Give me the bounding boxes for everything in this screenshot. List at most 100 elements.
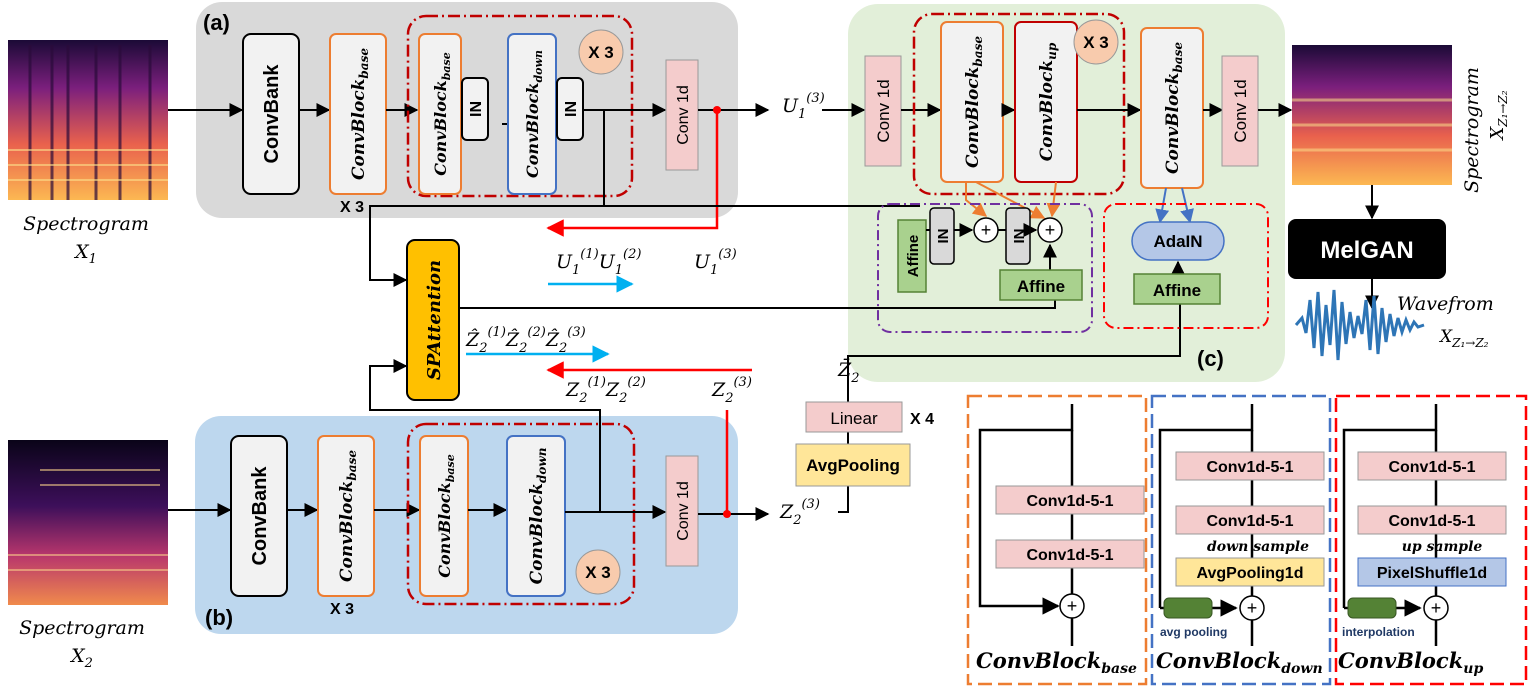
label-z2-3-top: Z2(3) (711, 375, 752, 406)
red-dashdot-group-adain (1103, 203, 1269, 329)
convblock-base-b-label: ConvBlockbase (337, 450, 359, 582)
in-a2-label: IN (563, 101, 580, 117)
affine-vertical (897, 219, 927, 293)
spectrogram-x2-word: Spectrogram (19, 617, 145, 639)
convblock-base-c2-label: ConvBlockbase (1163, 42, 1185, 174)
spectrogram-x1-word: Spectrogram (23, 213, 149, 235)
conv1d-c1 (864, 55, 902, 167)
detail-down-conv1-label: Conv1d-5-1 (1206, 459, 1293, 476)
convblock-base-b2 (419, 435, 469, 597)
detail-base-title: ConvBlockbase (976, 648, 1137, 677)
panel-a-label: (a) (203, 10, 230, 35)
x3-badge-a-label: X 3 (588, 43, 614, 62)
conv1d-c1-label: Conv 1d (874, 79, 893, 142)
x3-badge-c (1073, 19, 1119, 65)
waveform-image (1294, 289, 1425, 361)
melgan-block (1288, 219, 1446, 279)
convblock-base-a-label: ConvBlockbase (349, 48, 371, 180)
add-node-2 (1037, 217, 1063, 243)
adain-label: AdaIN (1153, 232, 1202, 251)
x3-a-base: X 3 (340, 199, 364, 216)
affine-vertical-label: Affine (905, 235, 922, 278)
detail-down-skip (1158, 404, 1254, 608)
label-zbar: Z̄2 (837, 358, 859, 386)
detail-box-base (966, 394, 1148, 686)
conv1d-b-label: Conv 1d (675, 481, 692, 541)
detail-down-sample-label: down sample (1207, 539, 1309, 555)
convbank-b-label: ConvBank (249, 466, 271, 566)
spattention-label: SPAttention (424, 260, 445, 380)
orange-arrow-2 (975, 181, 1046, 219)
detail-up-add-sign: + (1431, 598, 1442, 618)
label-u1-3-bottom: U1(3) (694, 247, 737, 278)
detail-up-conv1-label: Conv1d-5-1 (1388, 459, 1475, 476)
detail-down-avgpool (1175, 557, 1325, 587)
detail-base-conv1-label: Conv1d-5-1 (1026, 493, 1113, 510)
in-c1 (929, 207, 955, 265)
panel-c-label: (c) (1197, 346, 1224, 371)
detail-down-title: ConvBlockdown (1156, 648, 1323, 677)
linear-label: Linear (830, 409, 878, 428)
path-zbar-to-affine (838, 300, 1181, 513)
detail-down-add-sign: + (1247, 598, 1258, 618)
convblock-base-a (329, 33, 387, 195)
convblock-base-c (940, 21, 1004, 183)
detail-down-conv2 (1175, 505, 1325, 535)
avgpooling-label: AvgPooling (806, 456, 900, 475)
panel-b-label: (b) (205, 605, 233, 630)
detail-up-skip (1342, 404, 1438, 608)
linear-block (805, 401, 903, 433)
detail-up-conv1 (1357, 451, 1507, 481)
convbank-a (242, 33, 300, 195)
detail-base-conv2 (995, 539, 1145, 569)
red-arrow-u1 (546, 110, 719, 237)
detail-up-sample-label: up sample (1402, 539, 1483, 555)
convblock-down-b (506, 435, 566, 597)
orange-arrow-1 (965, 182, 988, 217)
waveform-word: Wavefrom (1397, 293, 1494, 315)
convblock-base-a2-label: ConvBlockbase (431, 52, 453, 175)
orange-arrow-3 (1046, 181, 1061, 218)
spectrogram-x2-image (8, 440, 168, 605)
melgan-label: MelGAN (1320, 237, 1413, 264)
add-node-2-sign: + (1045, 220, 1056, 240)
x3-badge-b-label: X 3 (585, 563, 611, 582)
path-a-to-spattention (369, 110, 605, 287)
purple-dashdot-group (877, 203, 1093, 333)
spectrogram-output-var: XZ₁→Z₂ (1487, 90, 1510, 141)
add-node-1-sign: + (981, 220, 992, 240)
x3-badge-c-label: X 3 (1083, 33, 1109, 52)
detail-base-conv2-label: Conv1d-5-1 (1026, 547, 1113, 564)
convblock-down-b-label: ConvBlockdown (527, 448, 549, 585)
convbank-a-label: ConvBank (261, 64, 283, 164)
detail-down-conv1 (1175, 451, 1325, 481)
convblock-base-b2-label: ConvBlockbase (435, 454, 457, 577)
red-dashdot-group-a (406, 14, 634, 198)
waveform-var: XZ₁→Z₂ (1438, 327, 1489, 350)
detail-up-conv2 (1357, 505, 1507, 535)
spattention-block (406, 239, 460, 401)
detail-base-conv1 (995, 485, 1145, 515)
detail-up-interpolation-label: interpolation (1342, 625, 1415, 639)
spectrogram-x1-image (8, 40, 168, 200)
conv1d-a-label: Conv 1d (675, 85, 692, 145)
in-a1-label: IN (468, 101, 485, 117)
in-c1-label: IN (935, 229, 952, 244)
detail-base-add-sign: + (1067, 596, 1078, 616)
label-u1-1-2: U1(1)U1(2) (556, 247, 641, 278)
convblock-base-b (317, 435, 375, 597)
label-u1-3-top: U1(3) (782, 91, 825, 122)
convblock-up-c (1014, 21, 1078, 183)
detail-up-title: ConvBlockup (1338, 648, 1483, 677)
affine-horizontal-2-label: Affine (1153, 281, 1201, 300)
convblock-base-c-label: ConvBlockbase (963, 36, 985, 168)
red-dashdot-group-c (912, 12, 1126, 196)
detail-up-pixelshuffle-label: PixelShuffle1d (1377, 565, 1487, 582)
detail-base-skip (978, 404, 1074, 615)
avgpooling-block (795, 443, 911, 487)
affine-horizontal-2 (1133, 273, 1221, 305)
detail-up-pixelshuffle (1357, 557, 1507, 587)
label-z2-3-bottom: Z2(3) (779, 497, 820, 528)
affine-horizontal-1 (999, 269, 1083, 301)
conv1d-a (665, 59, 699, 171)
